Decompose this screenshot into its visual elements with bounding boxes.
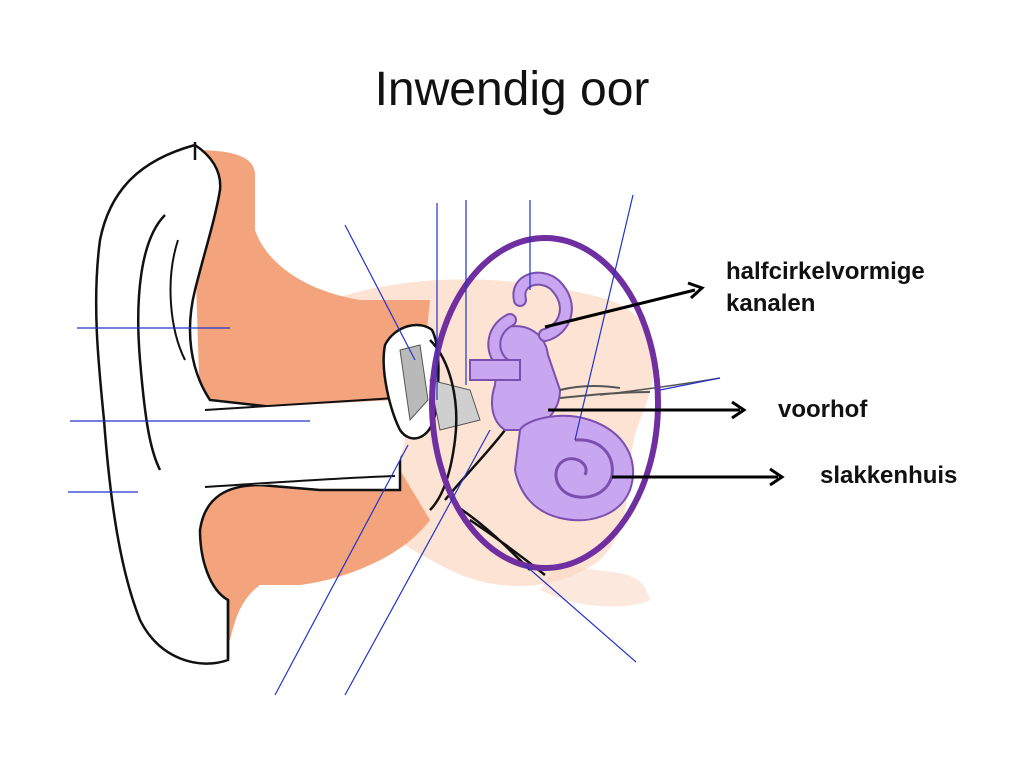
ear-canal — [200, 397, 407, 488]
inner-ear — [469, 271, 721, 522]
label-canals-line1: halfcirkelvormige — [726, 258, 925, 285]
label-cochlea: slakkenhuis — [820, 462, 958, 489]
label-vestibule: voorhof — [778, 396, 868, 423]
inner-ear-highlight-ring — [429, 235, 661, 571]
label-semicircular-canals: halfcirkelvormige kanalen — [726, 256, 925, 320]
pointer-lines — [68, 194, 721, 696]
label-arrows — [544, 281, 785, 487]
label-canals-line2: kanalen — [726, 290, 816, 317]
slide-title: Inwendig oor — [374, 63, 650, 116]
